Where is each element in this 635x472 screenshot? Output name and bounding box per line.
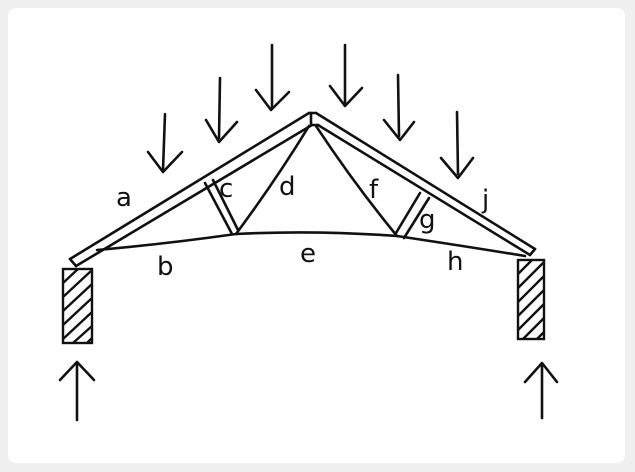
- label-c: c: [219, 174, 233, 204]
- reaction-arrow-left: [58, 360, 96, 422]
- label-d: d: [279, 172, 296, 202]
- load-arrow-1: [146, 112, 184, 174]
- label-b: b: [157, 252, 174, 282]
- load-arrow-5: [382, 73, 416, 142]
- load-arrow-4: [328, 43, 364, 108]
- reaction-arrow-right: [523, 361, 559, 420]
- label-f: f: [369, 175, 379, 205]
- top-chord-left: [68, 111, 314, 268]
- bottom-chord-h: [395, 234, 527, 258]
- bottom-chord-e: [234, 231, 399, 238]
- load-arrow-3: [254, 43, 291, 112]
- label-h: h: [447, 247, 463, 277]
- label-e: e: [300, 239, 316, 269]
- label-a: a: [116, 183, 132, 213]
- web-member-f: [314, 124, 399, 238]
- apex-joint: [307, 111, 320, 127]
- label-g: g: [419, 205, 436, 235]
- bottom-chord-b: [95, 232, 238, 252]
- support-left: [61, 267, 94, 345]
- web-member-c: [203, 178, 240, 236]
- top-chord-right: [314, 111, 537, 257]
- support-right: [516, 258, 546, 341]
- web-member-g: [394, 191, 431, 240]
- load-arrow-6: [439, 110, 475, 180]
- load-arrow-2: [204, 76, 239, 144]
- web-member-d: [234, 124, 311, 236]
- label-j: j: [481, 185, 489, 215]
